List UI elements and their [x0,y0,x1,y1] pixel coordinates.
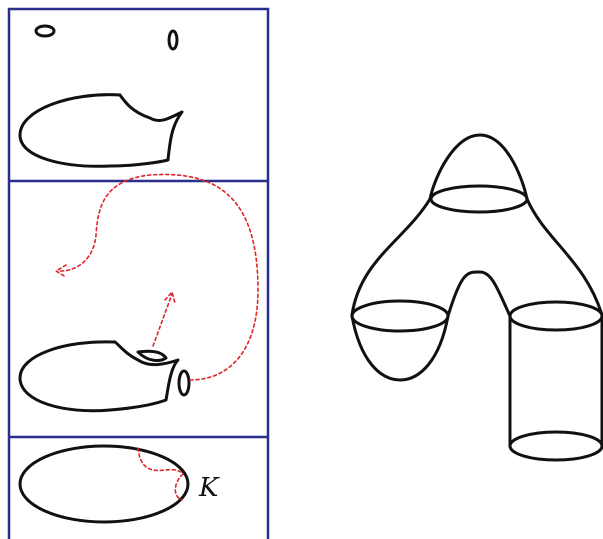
boundary-loop [177,369,191,397]
isotopy-path-short [152,293,173,347]
small-cap [136,349,168,362]
surface-figure [350,133,603,462]
panel-top [18,24,184,168]
panel-top-frame [7,7,270,539]
panel-bottom: K [18,444,220,524]
isotopy-arrowhead-left [54,264,67,278]
cut-disk-middle [18,340,180,413]
panel-middle [18,173,259,413]
surface-left-side [350,197,432,317]
panel-stack [7,7,270,539]
left-leg-circle [350,299,450,333]
small-loop-horizontal [34,24,56,38]
waist-circle [429,184,529,214]
surface-right-side [525,197,603,317]
right-leg-circle [508,300,603,332]
inner-saddle [446,270,512,318]
cylinder-bottom-circle [508,430,603,462]
cut-disk-top [18,93,184,168]
small-loop-vertical [167,29,179,51]
knot-arc [137,447,185,501]
isotopy-arrowhead-up [164,290,176,304]
isotopy-path-long [57,173,259,381]
knot-label: K [198,473,220,503]
left-leg-cap [350,314,450,382]
surface-cap-top [428,133,529,201]
disk-bottom [18,444,190,524]
